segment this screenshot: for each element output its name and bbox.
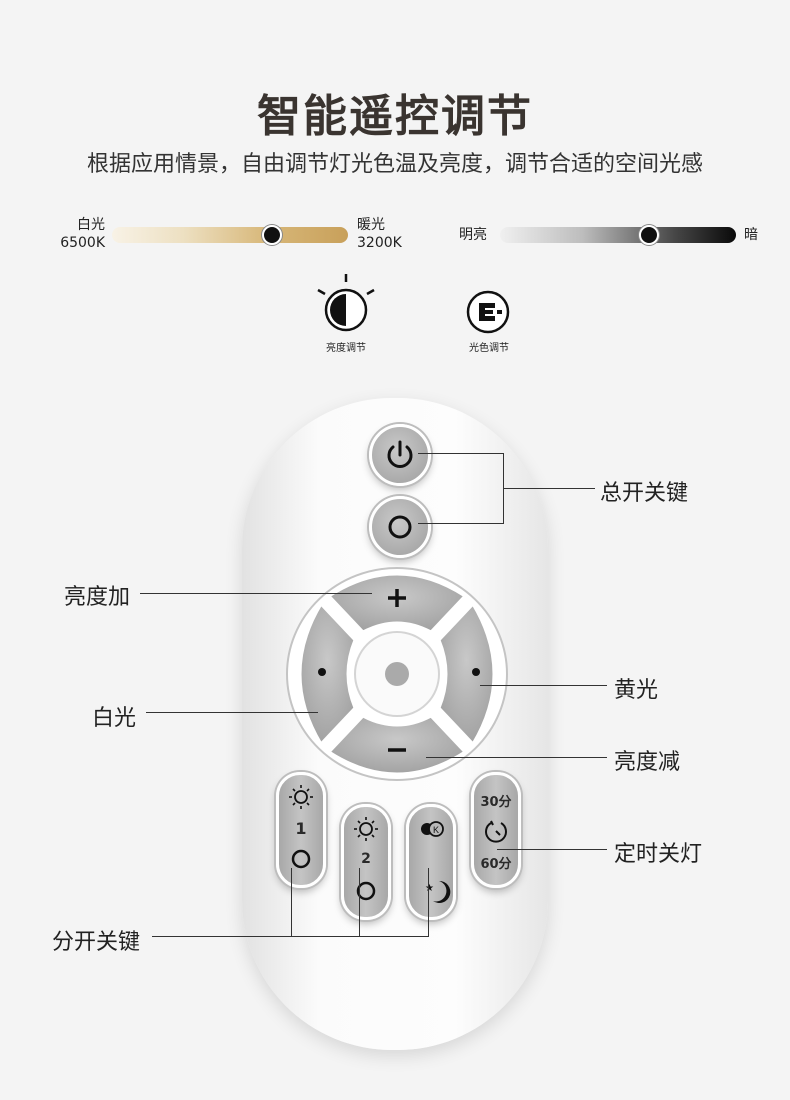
callout-line [152, 936, 429, 937]
callout-timer-off: 定时关灯 [614, 842, 703, 867]
scene1-number: 1 [295, 819, 307, 838]
yellow-light-button[interactable] [437, 601, 496, 747]
brightness-half-icon [313, 272, 379, 334]
callout-line [291, 868, 292, 936]
callout-line [418, 523, 504, 524]
callout-line [497, 849, 607, 850]
brightness-mode-label: 亮度调节 [326, 343, 366, 354]
color-mode-icon [466, 290, 510, 334]
sun-icon [354, 817, 378, 901]
scene2-number: 2 [361, 851, 371, 867]
ring-icon [388, 515, 412, 539]
color-temp-knob[interactable] [262, 225, 283, 245]
callout-line [418, 453, 504, 454]
power-icon [387, 440, 413, 468]
svg-text:K: K [433, 825, 439, 835]
off-button[interactable] [369, 496, 431, 558]
timer-30-label: 30分 [480, 795, 512, 810]
brightness-knob[interactable] [638, 225, 659, 245]
callout-line [503, 488, 595, 489]
night-mode-button[interactable]: K ★ [406, 804, 456, 920]
timer-60-label: 60分 [480, 857, 512, 872]
sun-icon [289, 785, 313, 869]
white-light-kelvin: 6500K [60, 235, 105, 251]
callout-separate-switch: 分开关键 [52, 930, 141, 955]
warm-light-kelvin: 3200K [357, 235, 402, 251]
callout-brightness-up: 亮度加 [64, 585, 131, 610]
callout-line [146, 712, 318, 713]
direction-pad [285, 566, 509, 782]
callout-yellow-light: 黄光 [614, 678, 659, 703]
color-temp-track[interactable] [112, 227, 348, 243]
page-title: 智能遥控调节 [257, 91, 533, 142]
callout-line [359, 868, 360, 936]
dot-icon [472, 668, 480, 676]
callout-line [428, 868, 429, 936]
temp-right-label: 暖光 3200K [357, 216, 402, 252]
callout-line [426, 757, 607, 758]
scene2-button[interactable]: 2 [341, 804, 391, 920]
scene1-button[interactable]: 1 [276, 772, 326, 888]
brightness-track[interactable] [500, 227, 736, 243]
temp-left-label: 白光 6500K [55, 216, 105, 252]
bright-left-label: 明亮 [459, 227, 487, 243]
callout-line [140, 593, 372, 594]
white-light-label: 白光 [77, 217, 105, 233]
page-subtitle: 根据应用情景，自由调节灯光色温及亮度，调节合适的空间光感 [86, 152, 703, 177]
brightness-down-button[interactable] [326, 714, 468, 776]
white-light-button[interactable] [298, 601, 357, 747]
warm-light-label: 暖光 [357, 217, 385, 233]
color-mode-label: 光色调节 [469, 343, 509, 354]
callout-main-power: 总开关键 [600, 481, 689, 506]
bright-right-label: 暗 [744, 227, 758, 243]
night-moon-icon: K ★ [421, 821, 451, 903]
callout-white-light: 白光 [92, 706, 137, 731]
power-button[interactable] [369, 424, 431, 486]
timer-button[interactable]: 30分 60分 [471, 772, 521, 888]
dot-icon [318, 668, 326, 676]
timer-icon [485, 820, 507, 843]
callout-line [480, 685, 607, 686]
callout-brightness-down: 亮度减 [614, 750, 681, 775]
svg-text:★: ★ [425, 883, 434, 894]
